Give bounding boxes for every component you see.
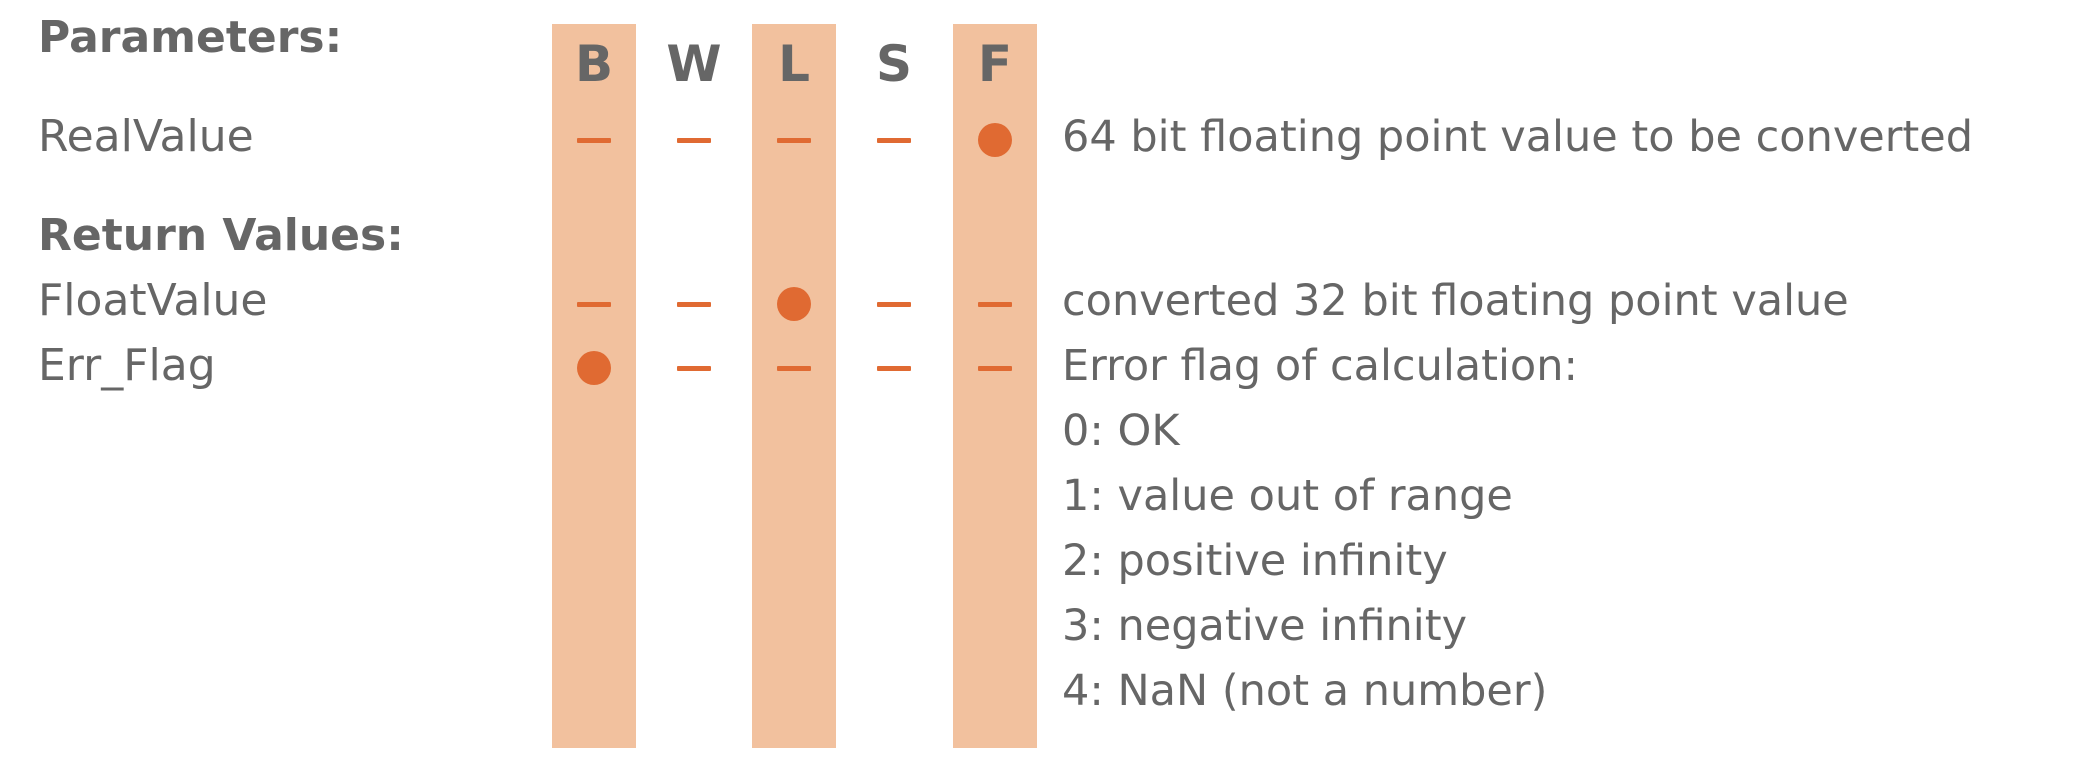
error-code-item: 1: value out of range [1062,471,1513,521]
mark-dash-f [978,302,1012,307]
return-values-heading: Return Values: [38,210,404,261]
row-description-realvalue: 64 bit floating point value to be conver… [1062,112,1974,162]
error-code-item: 0: OK [1062,406,1180,456]
mark-dot-f [978,123,1012,157]
mark-dash-f [978,366,1012,371]
mark-dot-l [777,287,811,321]
mark-dash-s [877,366,911,371]
column-header-b: B [574,35,614,93]
row-description-err-flag: Error flag of calculation: [1062,341,1578,391]
column-header-s: S [875,35,912,93]
column-header-w: W [666,35,722,93]
column-header-l: L [778,35,810,93]
parameters-heading: Parameters: [38,12,343,63]
column-header-f: F [977,35,1013,93]
row-description-floatvalue: converted 32 bit floating point value [1062,276,1849,326]
mark-dash-l [777,138,811,143]
column-band-b [552,24,636,748]
mark-dash-w [677,366,711,371]
mark-dash-b [577,302,611,307]
column-band-l [752,24,836,748]
error-code-item: 3: negative infinity [1062,601,1468,651]
mark-dash-s [877,138,911,143]
row-name-realvalue: RealValue [38,111,254,162]
mark-dash-b [577,138,611,143]
mark-dash-w [677,138,711,143]
mark-dash-s [877,302,911,307]
error-code-item: 4: NaN (not a number) [1062,666,1548,716]
mark-dot-b [577,351,611,385]
mark-dash-l [777,366,811,371]
row-name-floatvalue: FloatValue [38,275,268,326]
row-name-err-flag: Err_Flag [38,340,216,391]
mark-dash-w [677,302,711,307]
error-code-item: 2: positive infinity [1062,536,1448,586]
